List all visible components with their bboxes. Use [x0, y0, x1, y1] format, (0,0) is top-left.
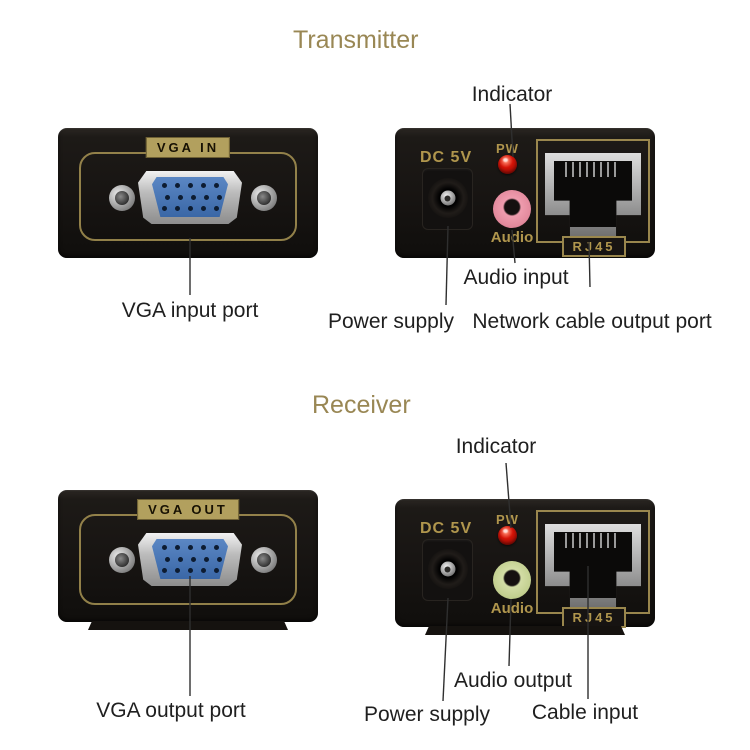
vga-out-plate: VGA OUT: [137, 499, 239, 520]
power-led-icon: [498, 155, 517, 174]
audio-label: Audio: [490, 600, 534, 617]
dc-5v-label: DC 5V: [420, 149, 473, 166]
vga-connector: [138, 171, 242, 224]
vga-in-plate: VGA IN: [145, 137, 231, 158]
power-led-icon: [498, 526, 517, 545]
dc-power-jack: [422, 539, 473, 601]
receiver-cable-annotation: Cable input: [531, 701, 639, 724]
receiver-back-panel: DC 5V PW Audio RJ45: [395, 499, 655, 635]
screw-icon: [251, 547, 277, 573]
vga-connector: [138, 533, 242, 586]
chassis-foot: [88, 621, 288, 630]
receiver-vga-annotation: VGA output port: [96, 699, 246, 722]
rj45-label: RJ45: [562, 607, 626, 628]
rj45-pins-icon: [565, 162, 621, 177]
pw-label: PW: [496, 512, 519, 527]
transmitter-audio-annotation: Audio input: [463, 266, 569, 289]
receiver-indicator-annotation: Indicator: [455, 435, 537, 458]
transmitter-vga-annotation: VGA input port: [121, 299, 259, 322]
receiver-audio-annotation: Audio output: [454, 669, 572, 692]
screw-icon: [109, 547, 135, 573]
rj45-port: [545, 524, 641, 608]
receiver-front-panel: VGA OUT: [58, 490, 318, 630]
transmitter-title: Transmitter: [293, 26, 419, 54]
pw-label: PW: [496, 141, 519, 156]
audio-output-jack: [493, 561, 531, 599]
chassis-foot: [425, 626, 625, 635]
audio-input-jack: [493, 190, 531, 228]
rj45-frame: RJ45: [536, 139, 650, 257]
receiver-title: Receiver: [312, 391, 411, 419]
screw-icon: [251, 185, 277, 211]
transmitter-indicator-annotation: Indicator: [471, 83, 553, 106]
transmitter-power-annotation: Power supply: [327, 310, 455, 333]
screw-icon: [109, 185, 135, 211]
receiver-power-annotation: Power supply: [363, 703, 491, 726]
rj45-label: RJ45: [562, 236, 626, 257]
transmitter-back-panel: DC 5V PW Audio RJ45: [395, 128, 655, 258]
dc-power-jack: [422, 168, 473, 230]
vga-pin-block: [152, 177, 228, 217]
vga-pin-block: [152, 539, 228, 579]
rj45-port: [545, 153, 641, 237]
audio-label: Audio: [490, 229, 534, 246]
transmitter-front-panel: VGA IN: [58, 128, 318, 258]
transmitter-network-annotation: Network cable output port: [472, 310, 712, 333]
dc-5v-label: DC 5V: [420, 520, 473, 537]
rj45-frame: RJ45: [536, 510, 650, 628]
rj45-pins-icon: [565, 533, 621, 548]
